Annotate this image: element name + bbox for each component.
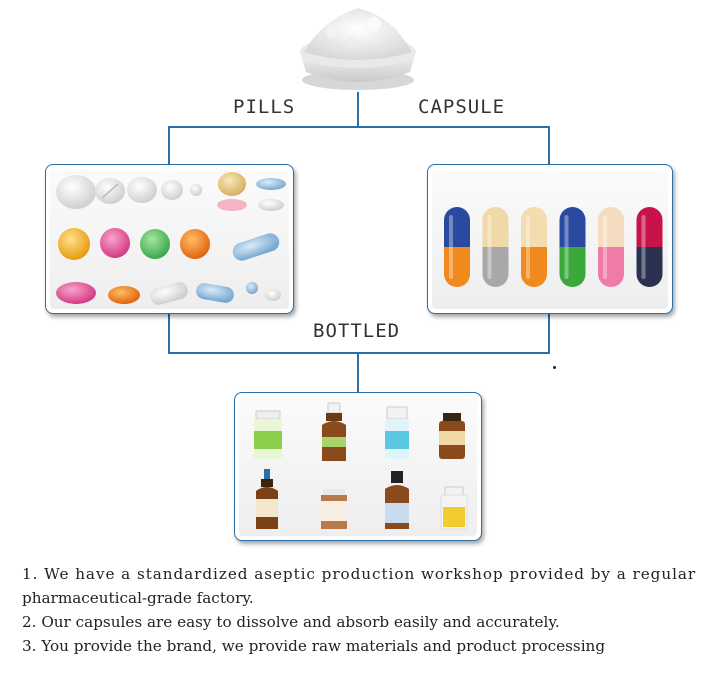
powder-bowl-image xyxy=(300,8,416,90)
capsule-label: CAPSULE xyxy=(418,96,506,118)
bottle-amber-jar xyxy=(439,413,465,459)
connector-left-up xyxy=(168,312,170,354)
note-1: 1. We have a standardized aseptic produc… xyxy=(22,565,697,583)
connector-right-down xyxy=(548,126,550,166)
notes-list: 1. We have a standardized aseptic produc… xyxy=(22,562,702,658)
note-3: 3. You provide the brand, we provide raw… xyxy=(22,637,606,655)
capsule-2 xyxy=(482,207,509,287)
pills-image xyxy=(56,172,286,305)
connector-horizontal-bottom xyxy=(168,352,550,354)
capsule-6 xyxy=(636,207,663,287)
bottles-image xyxy=(254,402,468,530)
connector-right-up xyxy=(548,312,550,354)
bottle-blue-label xyxy=(385,406,409,459)
bottled-panel xyxy=(234,392,482,541)
pills-panel xyxy=(45,164,294,314)
bottle-black-dropper xyxy=(385,471,409,529)
pills-label: PILLS xyxy=(233,96,296,118)
bottle-clear-yellow xyxy=(440,486,468,530)
capsule-3 xyxy=(521,207,547,287)
capsule-1 xyxy=(444,207,470,287)
bottled-label: BOTTLED xyxy=(313,320,401,342)
bottle-green-label xyxy=(254,410,282,459)
connector-stem-bottom xyxy=(357,352,359,394)
connector-stem-top xyxy=(357,92,359,127)
stray-dot xyxy=(553,366,556,369)
capsule-4 xyxy=(559,207,586,287)
bottle-brown-plain xyxy=(321,489,347,529)
capsule-5 xyxy=(598,207,624,287)
capsule-panel xyxy=(427,164,673,314)
note-2: 2. Our capsules are easy to dissolve and… xyxy=(22,613,560,631)
note-1-continued: pharmaceutical-grade factory. xyxy=(22,589,254,607)
connector-horizontal-top xyxy=(168,126,550,128)
bottle-amber-tincture xyxy=(256,469,278,529)
connector-left-down xyxy=(168,126,170,166)
capsules-image xyxy=(444,207,663,287)
bottle-amber-dropper xyxy=(322,402,346,461)
